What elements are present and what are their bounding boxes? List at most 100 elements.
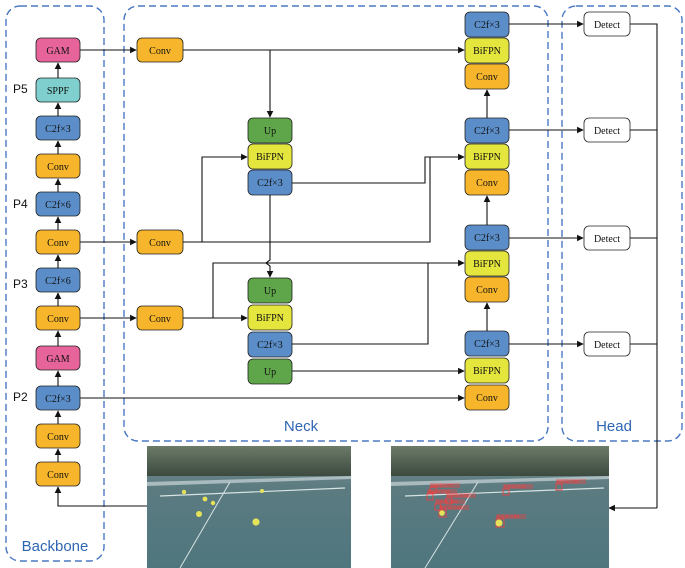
svg-text:Detect: Detect: [594, 20, 620, 31]
svg-text:Conv: Conv: [149, 46, 171, 57]
svg-text:Conv: Conv: [476, 393, 498, 404]
svg-text:tennis 0.77: tennis 0.77: [431, 483, 454, 488]
backbone-conv-1: Conv: [35, 153, 81, 179]
level-p2: P2: [13, 390, 28, 404]
level-p4: P4: [13, 197, 28, 211]
svg-text:BiFPN: BiFPN: [473, 46, 501, 57]
backbone-gam-mid: GAM: [35, 345, 81, 371]
neck-label: Neck: [284, 418, 319, 435]
neck-out1-conv: Conv: [464, 63, 510, 90]
output-image: tennis 0.77 tennis 0.86 tennis 0.84 tenn…: [391, 446, 609, 568]
detection-box: tennis 0.77: [429, 483, 460, 494]
backbone-conv-4: Conv: [35, 423, 81, 449]
svg-text:GAM: GAM: [46, 354, 69, 365]
detection-box: tennis 0.83: [438, 505, 469, 518]
neck-connections: [54, 20, 658, 512]
svg-text:BiFPN: BiFPN: [473, 259, 501, 270]
svg-text:Conv: Conv: [476, 285, 498, 296]
svg-text:C2f×6: C2f×6: [45, 276, 71, 287]
neck-lower-up: Up: [247, 277, 293, 304]
backbone-conv-5: Conv: [35, 461, 81, 487]
neck-out2-c2f: C2f×3: [464, 117, 510, 144]
level-p5: P5: [13, 82, 28, 96]
svg-text:tennis 0.82: tennis 0.82: [436, 499, 459, 504]
svg-text:GAM: GAM: [46, 46, 69, 57]
svg-text:Detect: Detect: [594, 234, 620, 245]
svg-text:tennis 0.80: tennis 0.80: [557, 479, 580, 484]
svg-text:Conv: Conv: [149, 238, 171, 249]
backbone-frame: [5, 5, 105, 562]
svg-text:tennis 0.83: tennis 0.83: [440, 505, 463, 510]
svg-text:C2f×3: C2f×3: [474, 233, 500, 244]
svg-text:BiFPN: BiFPN: [473, 152, 501, 163]
svg-text:Conv: Conv: [47, 432, 69, 443]
svg-text:C2f×3: C2f×3: [45, 124, 71, 135]
svg-text:BiFPN: BiFPN: [473, 366, 501, 377]
svg-text:Conv: Conv: [476, 72, 498, 83]
svg-text:tennis 0.84: tennis 0.84: [447, 493, 470, 498]
neck-out3-c2f: C2f×3: [464, 224, 510, 251]
svg-text:Detect: Detect: [594, 126, 620, 137]
svg-text:SPPF: SPPF: [47, 86, 70, 97]
svg-text:tennis 0.86: tennis 0.86: [497, 514, 520, 519]
neck-out1-c2f: C2f×3: [464, 11, 510, 38]
backbone-c2f6-1: C2f×6: [35, 191, 81, 217]
svg-text:BiFPN: BiFPN: [256, 152, 284, 163]
svg-text:Conv: Conv: [47, 238, 69, 249]
level-p3: P3: [13, 277, 28, 291]
head-detect-3: Detect: [583, 225, 631, 251]
svg-text:Up: Up: [264, 286, 276, 297]
detection-box: tennis 0.84: [445, 493, 476, 505]
head-detect-4: Detect: [583, 331, 631, 357]
neck-upper-bifpn: BiFPN: [247, 143, 293, 170]
neck-out2-conv: Conv: [464, 169, 510, 196]
backbone-conv-2: Conv: [35, 229, 81, 255]
backbone-conv-3: Conv: [35, 305, 81, 331]
head-frame: [561, 5, 683, 442]
svg-text:C2f×3: C2f×3: [257, 340, 283, 351]
neck-lower-up-2: Up: [247, 358, 293, 385]
neck-upper-c2f: C2f×3: [247, 169, 293, 196]
svg-text:C2f×3: C2f×3: [257, 178, 283, 189]
svg-text:C2f×3: C2f×3: [474, 20, 500, 31]
svg-text:C2f×3: C2f×3: [474, 339, 500, 350]
detection-box: tennis 0.80: [555, 479, 586, 491]
neck-out1-bifpn: BiFPN: [464, 37, 510, 64]
head-detect-2: Detect: [583, 117, 631, 143]
svg-text:Conv: Conv: [47, 470, 69, 481]
head-detect-1: Detect: [583, 11, 631, 37]
detection-box: tennis 0.84: [502, 484, 533, 496]
neck-out4-bifpn: BiFPN: [464, 357, 510, 384]
backbone-c2f3-bottom: C2f×3: [35, 385, 81, 411]
svg-text:Conv: Conv: [47, 162, 69, 173]
neck-upper-up: Up: [247, 117, 293, 144]
backbone-gam-top: GAM: [35, 37, 81, 63]
svg-text:C2f×3: C2f×3: [474, 126, 500, 137]
neck-out3-conv: Conv: [464, 276, 510, 303]
svg-text:C2f×6: C2f×6: [45, 200, 71, 211]
neck-conv-a: Conv: [136, 37, 184, 63]
backbone-sppf: SPPF: [35, 77, 81, 103]
backbone-c2f3-top: C2f×3: [35, 115, 81, 141]
detection-box: tennis 0.86: [426, 489, 457, 501]
svg-text:Up: Up: [264, 367, 276, 378]
neck-frame: [123, 5, 549, 442]
input-image: [147, 446, 351, 568]
svg-text:Conv: Conv: [47, 314, 69, 325]
neck-conv-b: Conv: [136, 229, 184, 255]
neck-conv-c: Conv: [136, 305, 184, 331]
svg-text:Up: Up: [264, 126, 276, 137]
svg-text:Conv: Conv: [476, 178, 498, 189]
svg-text:tennis 0.84: tennis 0.84: [504, 484, 527, 489]
detection-box: tennis 0.82: [434, 499, 465, 511]
neck-lower-bifpn: BiFPN: [247, 304, 293, 331]
svg-text:tennis 0.86: tennis 0.86: [428, 489, 451, 494]
head-label: Head: [596, 418, 632, 435]
neck-out3-bifpn: BiFPN: [464, 250, 510, 277]
neck-out4-conv: Conv: [464, 384, 510, 411]
neck-out4-c2f: C2f×3: [464, 330, 510, 357]
svg-text:Detect: Detect: [594, 340, 620, 351]
backbone-label: Backbone: [22, 538, 89, 555]
svg-text:BiFPN: BiFPN: [256, 313, 284, 324]
